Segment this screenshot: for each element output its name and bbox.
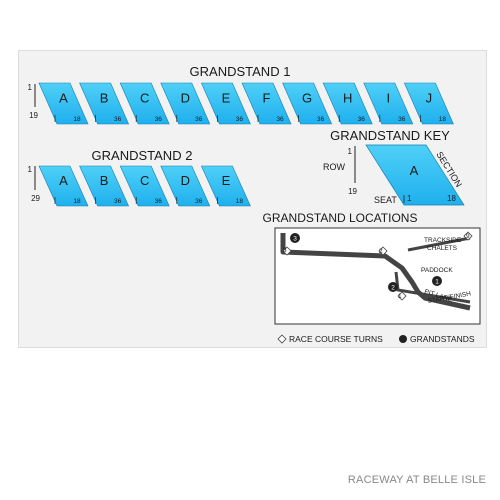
grandstand-1-label: 1 — [435, 279, 439, 286]
grandstand-2-section-c-seat-last: 36 — [155, 198, 163, 205]
grandstand-1-section-j-label: J — [426, 91, 433, 106]
grandstand-2-row-start: 1 — [28, 165, 33, 174]
venue-name: RACEWAY AT BELLE ISLE — [347, 474, 486, 486]
grandstand-2-section-c-label: C — [140, 173, 149, 188]
grandstand-1-section-j[interactable] — [403, 82, 454, 125]
grandstand-locations-title: GRANDSTAND LOCATIONS — [263, 211, 418, 225]
grandstand-1-section-c[interactable] — [119, 82, 170, 125]
grandstand-key-title: GRANDSTAND KEY — [330, 128, 450, 143]
turn-2-marker — [378, 246, 388, 256]
grandstand-1-section-i[interactable] — [363, 82, 414, 125]
grandstand-1-section-i-label: I — [386, 91, 390, 106]
grandstand-1-section-g-label: G — [302, 91, 312, 106]
grandstand-2-section-e[interactable] — [200, 165, 251, 207]
key-seat-first: 1 — [407, 194, 412, 203]
grandstand-2-section-e-label: E — [222, 173, 231, 188]
grandstand-1-section-a-seat-last: 18 — [73, 116, 81, 123]
key-row-end: 19 — [348, 187, 357, 196]
grandstand-2-section-b-seat-last: 36 — [114, 198, 122, 205]
grandstand-1-section-c-label: C — [140, 91, 149, 106]
track-map: 3 2 1 9 3 2 1 TRACKSIDE CHALETS PADDOCK … — [280, 231, 473, 311]
turn-1-marker — [397, 291, 407, 301]
legend-grandstands-label: GRANDSTANDS — [410, 334, 475, 344]
turn-3-marker — [282, 246, 292, 256]
trackside-chalets-path — [407, 236, 471, 252]
grandstand-1-section-h-label: H — [343, 91, 352, 106]
grandstand-1-section-a-label: A — [59, 91, 68, 106]
grandstand-2-section-c[interactable] — [119, 165, 170, 207]
grandstand-2-section-a-label: A — [59, 173, 68, 188]
grandstand-1-title: GRANDSTAND 1 — [190, 64, 291, 79]
grandstand-1-marker — [432, 276, 442, 286]
grandstand-2-marker — [388, 282, 398, 292]
grandstand-1-section-f-label: F — [263, 91, 271, 106]
key-section-name: A — [410, 163, 419, 178]
grandstand-2-sections: A 18 B 36 C 36 D 36 E 18 — [38, 165, 251, 207]
turn-9-marker — [463, 231, 473, 241]
grandstand-1-row-end: 19 — [29, 111, 38, 120]
grandstand-2-section-e-seat-last: 18 — [236, 198, 244, 205]
grandstand-1-section-g[interactable] — [282, 82, 333, 125]
grandstand-1-section-f-seat-last: 36 — [276, 116, 284, 123]
pit-lane-path — [394, 271, 471, 304]
grandstand-1-section-e-label: E — [222, 91, 231, 106]
grandstand-1-sections: A 18 B 36 C 36 D 36 E 36 F 36 G 36 H 36 I 36 J 18 — [38, 82, 454, 125]
grandstand-2-section-b[interactable] — [79, 165, 130, 207]
grandstand-2-section-d-label: D — [181, 173, 190, 188]
key-section — [365, 144, 465, 206]
grandstand-1-section-b-seat-last: 36 — [114, 116, 122, 123]
grandstand-2-section-d[interactable] — [160, 165, 211, 207]
grandstand-3-marker — [290, 233, 300, 243]
grandstand-2-section-b-label: B — [100, 173, 109, 188]
grandstand-1-section-d-label: D — [181, 91, 190, 106]
key-seat-last: 18 — [447, 194, 456, 203]
trackside-chalets-label-1: TRACKSIDE — [424, 237, 462, 244]
grandstand-1-section-d[interactable] — [160, 82, 211, 125]
grandstand-2-section-a-seat-last: 18 — [73, 198, 81, 205]
grandstand-2-section-a[interactable] — [38, 165, 89, 207]
key-row-start: 1 — [348, 147, 353, 156]
track-main-path — [280, 233, 471, 311]
grandstand-2-section-d-seat-last: 36 — [195, 198, 203, 205]
grandstand-3-label: 3 — [293, 236, 297, 243]
grandstand-1-section-e-seat-last: 36 — [236, 116, 244, 123]
turn-1-label: 1 — [398, 293, 402, 300]
grandstand-1-section-g-seat-last: 36 — [317, 116, 325, 123]
grandstand-1-section-b-label: B — [100, 91, 109, 106]
grandstand-1-section-h-seat-last: 36 — [358, 116, 366, 123]
turn-3-label: 3 — [283, 247, 287, 254]
grandstand-1-section-b[interactable] — [79, 82, 130, 125]
grandstand-1-section-f[interactable] — [241, 82, 292, 125]
grandstand-1-section-a[interactable] — [38, 82, 89, 125]
legend-turn-icon — [277, 334, 287, 344]
legend-grandstand-icon — [399, 335, 407, 343]
turn-9-label: 9 — [466, 233, 470, 240]
grandstand-1-section-h[interactable] — [322, 82, 373, 125]
grandstand-2-title: GRANDSTAND 2 — [92, 148, 193, 163]
grandstand-2-label: 2 — [391, 285, 395, 292]
key-seat-label: SEAT — [374, 195, 397, 205]
grandstand-1-section-c-seat-last: 36 — [155, 116, 163, 123]
trackside-chalets-label-2: CHALETS — [427, 245, 458, 252]
paddock-label: PADDOCK — [421, 267, 453, 274]
turn-2-label: 2 — [379, 248, 383, 255]
grandstand-1-section-i-seat-last: 36 — [398, 116, 406, 123]
grandstand-1-row-start: 1 — [28, 83, 33, 92]
key-row-label: ROW — [323, 162, 346, 172]
legend-turns-label: RACE COURSE TURNS — [289, 334, 383, 344]
grandstand-2-row-end: 29 — [31, 194, 40, 203]
grandstand-1-section-d-seat-last: 36 — [195, 116, 203, 123]
grandstand-1-section-e[interactable] — [200, 82, 251, 125]
grandstand-1-section-j-seat-last: 18 — [439, 116, 447, 123]
